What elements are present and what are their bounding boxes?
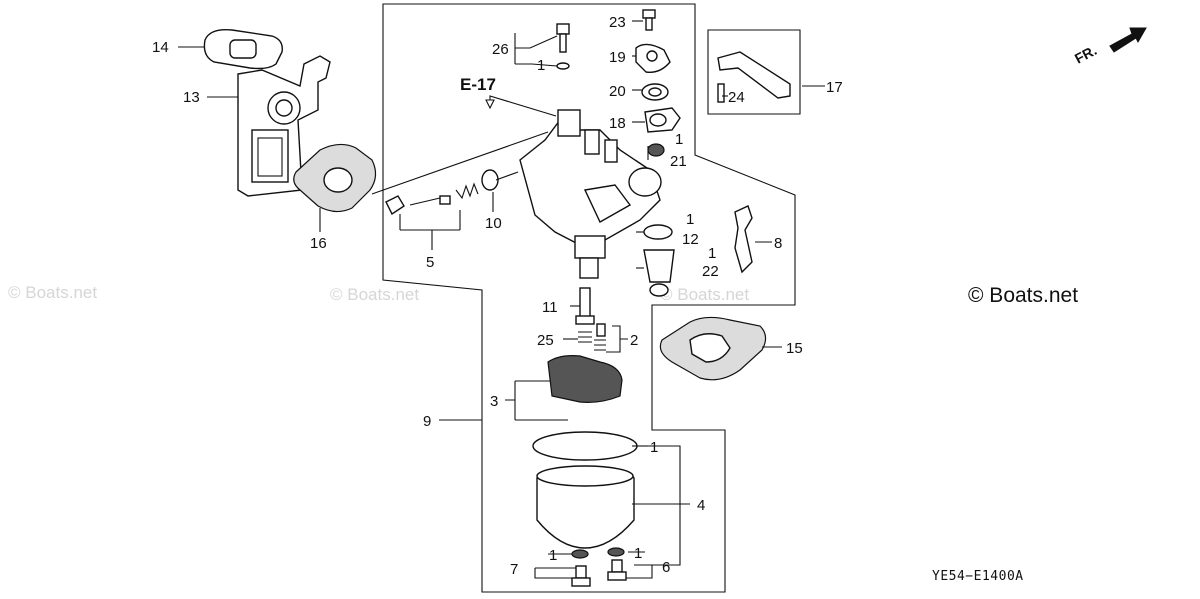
cover-19[interactable] — [635, 43, 671, 73]
callout-23: 23 — [609, 14, 626, 31]
callout-9: 9 — [423, 413, 431, 430]
callout-1: 1 — [708, 245, 716, 262]
callout-2: 2 — [630, 332, 638, 349]
callout-13: 13 — [183, 89, 200, 106]
callout-15: 15 — [786, 340, 803, 357]
needle-2[interactable] — [594, 323, 606, 351]
gasket-14[interactable] — [203, 29, 283, 70]
callout-5: 5 — [426, 254, 434, 271]
bolt-7[interactable] — [571, 565, 591, 587]
jet-22[interactable] — [643, 249, 675, 297]
reference-arrow — [485, 99, 495, 110]
callout-11: 11 — [542, 299, 558, 316]
bolt-6[interactable] — [607, 559, 627, 581]
copyright-label: © Boats.net — [968, 284, 1078, 307]
carburetor-body[interactable] — [519, 109, 662, 279]
callout-16: 16 — [310, 235, 327, 252]
callout-21: 21 — [670, 153, 687, 170]
callout-22: 22 — [702, 263, 719, 280]
seal-21[interactable] — [647, 143, 665, 157]
main-jet-holder-11[interactable] — [575, 287, 595, 325]
callout-1: 1 — [650, 439, 658, 456]
holder-18[interactable] — [644, 107, 681, 133]
callout-8: 8 — [774, 235, 782, 252]
diagram-code: YE54−E1400A — [932, 569, 1024, 584]
pilot-screw-5[interactable] — [385, 182, 479, 216]
callout-26: 26 — [492, 41, 509, 58]
callout-7: 7 — [510, 561, 518, 578]
callout-6: 6 — [662, 559, 670, 576]
assembly-outline — [382, 3, 796, 593]
screw-23[interactable] — [642, 9, 656, 31]
callout-17: 17 — [826, 79, 843, 96]
callout-3: 3 — [490, 393, 498, 410]
callout-20: 20 — [609, 83, 626, 100]
reference-label: E-17 — [460, 75, 496, 94]
insulator-plate-13[interactable] — [237, 55, 331, 197]
throttle-stop-screw-10[interactable] — [481, 169, 519, 191]
float-3[interactable] — [540, 355, 623, 421]
callout-25: 25 — [537, 332, 554, 349]
callout-1: 1 — [537, 57, 545, 74]
screw-26[interactable] — [556, 23, 570, 70]
callout-24: 24 — [728, 89, 745, 106]
leader-lines — [178, 20, 825, 579]
watermark: © Boats.net — [660, 285, 749, 304]
float-chamber-4[interactable] — [532, 431, 638, 549]
gasket-16[interactable] — [293, 143, 377, 213]
callout-1: 1 — [675, 131, 683, 148]
front-arrow-icon — [1109, 27, 1147, 53]
callout-4: 4 — [697, 497, 705, 514]
watermark: © Boats.net — [8, 283, 97, 302]
watermark: © Boats.net — [330, 285, 419, 304]
seal-20[interactable] — [641, 83, 669, 101]
washer-1[interactable] — [607, 547, 625, 557]
washer-1[interactable] — [571, 549, 589, 559]
callout-1: 1 — [686, 211, 694, 228]
callout-10: 10 — [485, 215, 502, 232]
gasket-15[interactable] — [659, 316, 767, 381]
callout-18: 18 — [609, 115, 626, 132]
callout-1: 1 — [549, 547, 557, 564]
washer-12[interactable] — [643, 224, 673, 240]
front-label: FR. — [1072, 42, 1099, 67]
lever-8[interactable] — [734, 205, 753, 274]
callout-19: 19 — [609, 49, 626, 66]
callout-12: 12 — [682, 231, 699, 248]
callout-14: 14 — [152, 39, 169, 56]
front-direction-indicator: FR. — [1072, 27, 1147, 67]
callout-1: 1 — [634, 545, 642, 562]
spring-25[interactable] — [578, 331, 592, 343]
lever-set-17[interactable] — [707, 29, 801, 115]
